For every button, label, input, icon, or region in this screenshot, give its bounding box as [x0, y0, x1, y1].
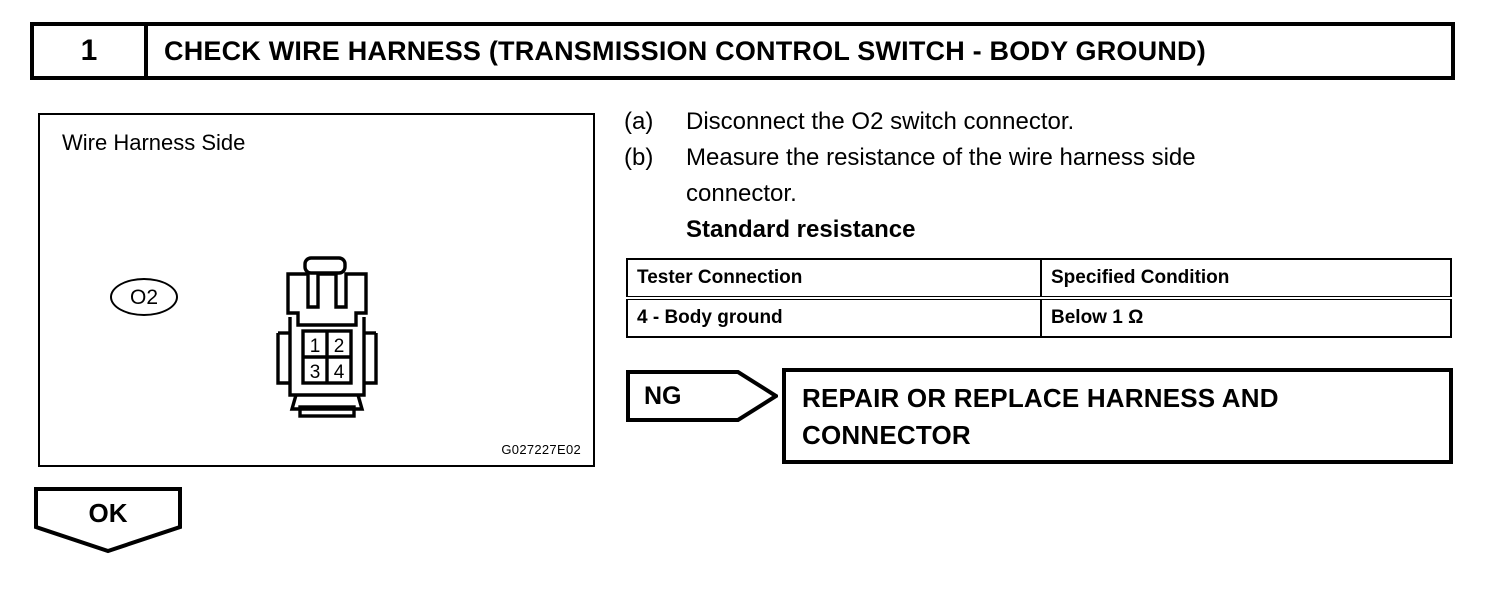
- connector-pin-2: 2: [334, 336, 345, 357]
- procedure-step-b: (b) Measure the resistance of the wire h…: [624, 140, 1454, 176]
- connector-id-label: O2: [129, 285, 158, 309]
- table-header-specified-condition: Specified Condition: [1051, 267, 1230, 288]
- connector-id-oval: O2: [110, 278, 178, 316]
- figure-reference-code: G027227E02: [501, 442, 581, 457]
- ng-result-box: REPAIR OR REPLACE HARNESS AND CONNECTOR: [782, 368, 1453, 464]
- procedure-step-a: (a) Disconnect the O2 switch connector.: [624, 104, 1454, 140]
- connector-pin-4: 4: [334, 362, 345, 383]
- ok-arrow-banner: OK: [34, 487, 182, 554]
- connector-diagram: 1 2 3 4: [272, 255, 382, 420]
- step-title-cell: CHECK WIRE HARNESS (TRANSMISSION CONTROL…: [148, 26, 1451, 76]
- procedure-step-b-marker: (b): [624, 144, 654, 171]
- ng-result-line-1: REPAIR OR REPLACE HARNESS AND: [802, 383, 1279, 413]
- table-header-row: Tester Connection Specified Condition: [626, 258, 1452, 297]
- procedure-step-b-text: Measure the resistance of the wire harne…: [686, 144, 1196, 171]
- step-title: CHECK WIRE HARNESS (TRANSMISSION CONTROL…: [164, 35, 1206, 66]
- figure-caption: Wire Harness Side: [62, 130, 246, 155]
- procedure-step-b-continuation: connector.: [686, 180, 797, 207]
- table-cell-specified-condition: Below 1 Ω: [1051, 307, 1144, 328]
- connector-pin-1: 1: [310, 336, 321, 357]
- procedure-step-a-marker: (a): [624, 108, 654, 135]
- procedure-step-a-text: Disconnect the O2 switch connector.: [686, 108, 1075, 135]
- ng-result-line-2: CONNECTOR: [802, 420, 971, 450]
- step-number: 1: [80, 34, 98, 67]
- connector-pin-3: 3: [310, 362, 321, 383]
- procedure-list: (a) Disconnect the O2 switch connector. …: [624, 104, 1454, 248]
- step-header-bar: 1 CHECK WIRE HARNESS (TRANSMISSION CONTR…: [30, 22, 1455, 80]
- table-header-tester-connection: Tester Connection: [628, 260, 1042, 296]
- table-row: 4 - Body ground Below 1 Ω: [626, 299, 1452, 338]
- ng-label: NG: [644, 381, 682, 410]
- table-cell-tester-connection: 4 - Body ground: [628, 300, 1042, 336]
- ok-label: OK: [88, 497, 128, 528]
- specification-table: Tester Connection Specified Condition 4 …: [626, 258, 1452, 338]
- figure-panel: Wire Harness Side O2: [38, 113, 595, 467]
- standard-resistance-heading: Standard resistance: [686, 216, 916, 243]
- step-number-cell: 1: [34, 26, 148, 76]
- ng-arrow-banner: NG: [626, 370, 778, 422]
